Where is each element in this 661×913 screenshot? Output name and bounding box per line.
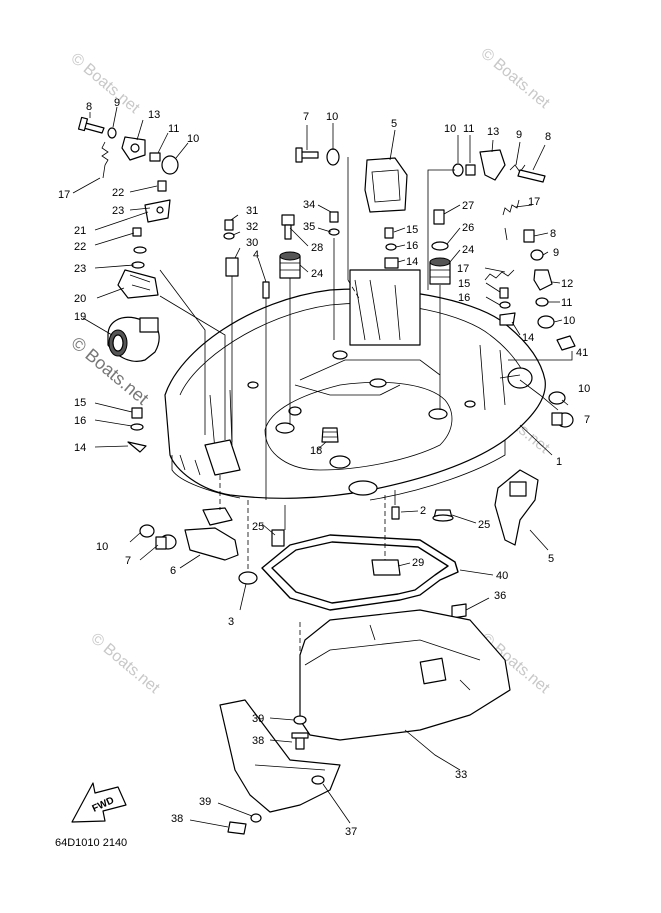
callout-7: 7 — [584, 414, 590, 426]
leader-lines — [72, 106, 573, 828]
callout-25: 25 — [478, 519, 490, 531]
callout-13: 13 — [487, 126, 499, 138]
callout-10: 10 — [187, 133, 199, 145]
callout-18: 18 — [310, 445, 322, 457]
callout-11: 11 — [561, 297, 572, 309]
callout-1: 1 — [556, 456, 562, 468]
left-top-parts — [77, 116, 179, 453]
callout-15: 15 — [74, 397, 86, 409]
callout-25: 25 — [252, 521, 264, 533]
callout-10: 10 — [444, 123, 456, 135]
bottom-cowling — [164, 269, 546, 501]
callout-3: 3 — [228, 616, 234, 628]
callout-36: 36 — [494, 590, 506, 602]
callout-9: 9 — [553, 247, 559, 259]
callout-29: 29 — [412, 557, 424, 569]
watermark-top-left: © Boats.net — [67, 50, 143, 117]
right-top-parts — [384, 149, 576, 428]
callout-20: 20 — [74, 293, 86, 305]
callout-12: 12 — [561, 278, 573, 290]
callout-11: 11 — [463, 123, 474, 135]
callout-24: 24 — [311, 268, 323, 280]
callout-4: 4 — [253, 249, 259, 261]
callout-8: 8 — [86, 101, 92, 113]
callout-41: 41 — [576, 347, 588, 359]
callout-8: 8 — [550, 228, 556, 240]
callout-7: 7 — [303, 111, 309, 123]
callout-34: 34 — [303, 199, 315, 211]
callout-10: 10 — [563, 315, 575, 327]
callout-22: 22 — [112, 187, 124, 199]
callout-21: 21 — [74, 225, 86, 237]
callout-40: 40 — [496, 570, 508, 582]
callout-5: 5 — [548, 553, 554, 565]
fwd-arrow: FWD — [71, 782, 127, 823]
callout-6: 6 — [170, 565, 176, 577]
callout-24: 24 — [462, 244, 474, 256]
callout-16: 16 — [458, 292, 470, 304]
callout-19: 19 — [74, 311, 86, 323]
callout-39: 39 — [252, 713, 264, 725]
diagram-code: 64D1010 2140 — [55, 837, 127, 849]
callout-9: 9 — [516, 129, 522, 141]
callout-8: 8 — [545, 131, 551, 143]
callout-16: 16 — [74, 415, 86, 427]
callout-14: 14 — [522, 332, 534, 344]
callout-38: 38 — [252, 735, 264, 747]
callout-16: 16 — [406, 240, 418, 252]
callout-9: 9 — [114, 97, 120, 109]
callout-30: 30 — [246, 237, 258, 249]
callout-35: 35 — [303, 221, 315, 233]
callout-17: 17 — [528, 196, 540, 208]
callout-27: 27 — [462, 200, 474, 212]
callout-23: 23 — [74, 263, 86, 275]
watermark-bottom-left: © Boats.net — [87, 630, 163, 697]
callout-31: 31 — [246, 205, 258, 217]
callout-22: 22 — [74, 241, 86, 253]
callout-7: 7 — [125, 555, 131, 567]
callout-17: 17 — [58, 189, 70, 201]
callout-14: 14 — [406, 256, 418, 268]
callout-37: 37 — [345, 826, 357, 838]
callout-2: 2 — [420, 505, 426, 517]
watermark-top-right: © Boats.net — [477, 45, 553, 112]
callout-15: 15 — [406, 224, 418, 236]
lower-parts — [139, 469, 539, 835]
callout-15: 15 — [458, 278, 470, 290]
center-top-parts — [223, 147, 408, 443]
callout-26: 26 — [462, 222, 474, 234]
callout-38: 38 — [171, 813, 183, 825]
callout-13: 13 — [148, 109, 160, 121]
callout-5: 5 — [391, 118, 397, 130]
callout-10: 10 — [578, 383, 590, 395]
callout-23: 23 — [112, 205, 124, 217]
callout-39: 39 — [199, 796, 211, 808]
callout-10: 10 — [326, 111, 338, 123]
callout-11: 11 — [168, 123, 179, 135]
callout-14: 14 — [74, 442, 86, 454]
callout-33: 33 — [455, 769, 467, 781]
callout-32: 32 — [246, 221, 258, 233]
callout-10: 10 — [96, 541, 108, 553]
callout-labels: 8 9 13 11 10 17 22 23 21 22 23 20 19 15 … — [58, 97, 590, 838]
callout-28: 28 — [311, 242, 323, 254]
callout-17: 17 — [457, 263, 469, 275]
